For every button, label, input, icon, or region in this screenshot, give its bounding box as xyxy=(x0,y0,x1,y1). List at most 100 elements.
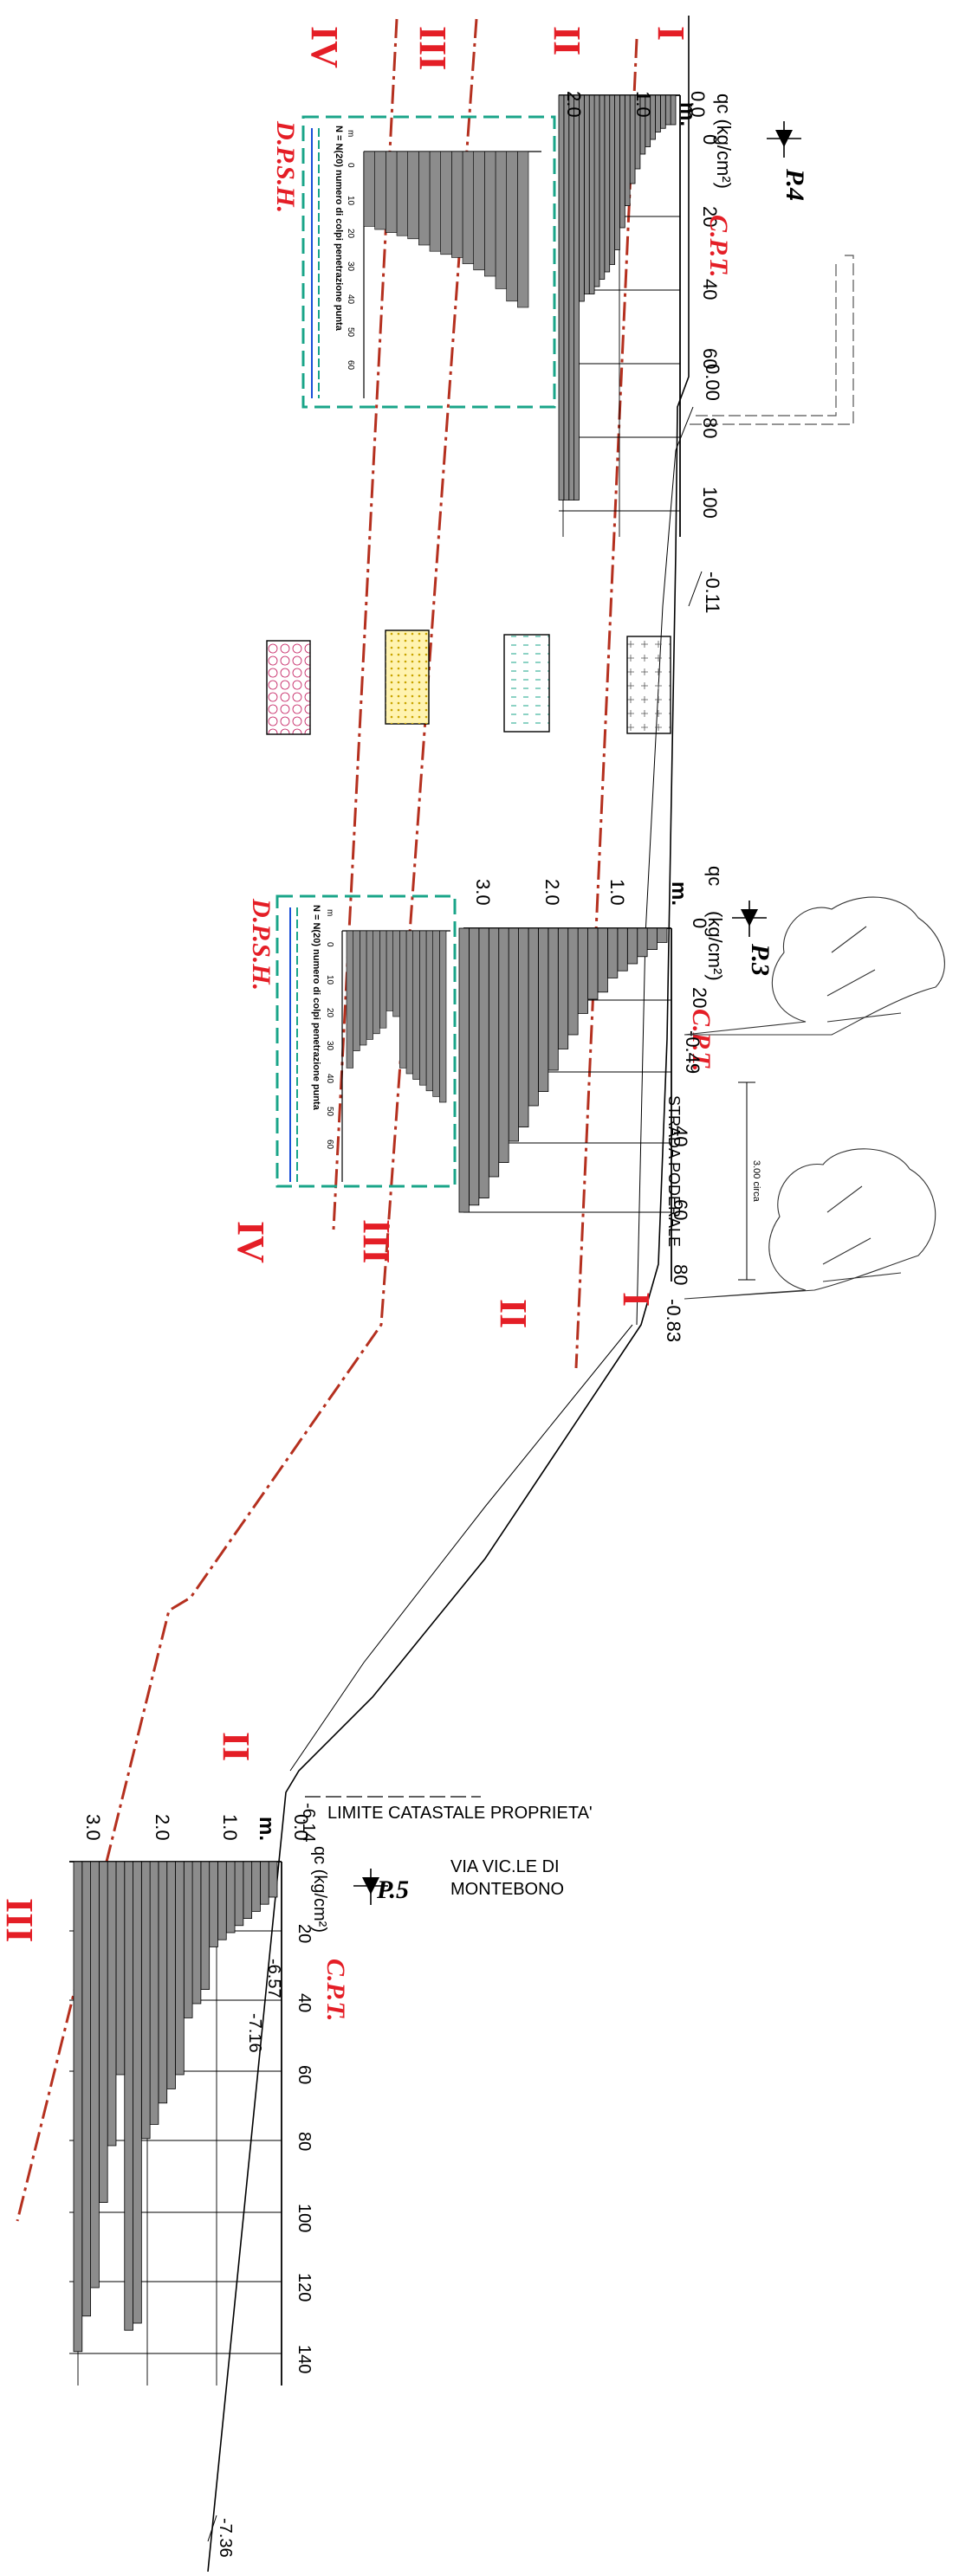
interface-II xyxy=(16,18,478,2222)
dpsh-bar xyxy=(386,930,393,1011)
cpt-bar xyxy=(158,1861,168,2104)
dpsh-n-tick-label: m xyxy=(325,909,334,916)
dpsh-bar xyxy=(374,151,386,230)
cpt-bar xyxy=(200,1861,211,1991)
cpt-bar xyxy=(149,1861,159,2125)
cpt-bar xyxy=(98,1861,108,2204)
p3-dpsh-legend-lines xyxy=(289,907,298,1182)
cpt-bar xyxy=(573,94,580,500)
cpt-bar xyxy=(567,927,579,1036)
p4-dpsh-bars xyxy=(363,151,529,308)
p5-elevation-bottom: -7.36 xyxy=(216,2518,235,2558)
p3-station-label: P.3 xyxy=(746,943,774,976)
p4-qc-tick-label: 40 xyxy=(699,279,721,300)
p3-qc-tick-label: 60 xyxy=(670,1199,691,1220)
p4-dpsh-frame xyxy=(301,115,556,409)
cpt-bar xyxy=(659,94,666,129)
cpt-bar xyxy=(609,94,615,265)
cpt-bar xyxy=(558,94,565,500)
p5-boundary-label: LIMITE CATASTALE PROPRIETA' xyxy=(327,1804,593,1823)
log-p4: P.4 qc (kg/cm²) m. 0.01.02.0 02040608010… xyxy=(271,91,809,614)
dpsh-n-tick-label: 10 xyxy=(325,975,334,985)
dpsh-bar xyxy=(379,930,387,1029)
p5-depth-tick-label: 3.0 xyxy=(82,1814,104,1841)
dpsh-bar xyxy=(386,151,398,233)
p3-road-width-dimension xyxy=(738,1081,755,1281)
p4-qc-axis-title: qc (kg/cm²) xyxy=(713,94,735,189)
p5-qc-axis-title: qc (kg/cm²) xyxy=(310,1846,329,1933)
cpt-bar xyxy=(557,927,569,1049)
cpt-bar xyxy=(657,927,668,943)
dpsh-bar xyxy=(412,930,420,1080)
cpt-bar xyxy=(469,927,480,1206)
zone-label-ii: II xyxy=(215,1732,257,1761)
zone-label-ii: II xyxy=(546,26,588,55)
dpsh-n-tick-label: m xyxy=(346,130,355,137)
ground-lower-line xyxy=(289,1324,633,1772)
dpsh-bar xyxy=(432,930,440,1097)
dpsh-bar xyxy=(353,930,360,1051)
p4-depth-unit: m. xyxy=(676,102,699,126)
cpt-bar xyxy=(73,1861,83,2353)
p4-cpt-bars xyxy=(558,94,677,500)
dpsh-bar xyxy=(418,151,431,246)
p3-qc-axis-prefix: qc xyxy=(704,866,726,886)
dpsh-n-tick-label: 0 xyxy=(346,163,355,168)
cpt-bar xyxy=(217,1861,227,1940)
dpsh-bar xyxy=(473,151,485,271)
p4-depth-tick-labels: 0.01.02.0 xyxy=(563,91,709,118)
cpt-bar xyxy=(260,1861,269,1905)
p5-depth-tick-label: 2.0 xyxy=(152,1814,173,1841)
p4-dpsh-label: D.P.S.H. xyxy=(271,120,300,213)
dpsh-n-tick-label: 50 xyxy=(346,327,355,338)
dpsh-bar xyxy=(407,151,419,240)
cpt-bar xyxy=(518,927,529,1128)
legend-swatch-silt xyxy=(503,634,550,733)
p3-depth-tick-label: 1.0 xyxy=(606,879,628,906)
zone-label-iii: III xyxy=(411,26,454,70)
p5-road-label-line1: VIA VIC.LE DI xyxy=(450,1857,560,1876)
cpt-bar xyxy=(140,1861,151,2140)
dpsh-bar xyxy=(440,151,452,255)
zone-label-iii: III xyxy=(355,1219,398,1263)
cpt-bar xyxy=(626,927,638,965)
p4-cpt-label: C.P.T. xyxy=(704,215,733,278)
cpt-bar xyxy=(458,927,470,1213)
dpsh-n-tick-label: 0 xyxy=(325,942,334,947)
interface-I xyxy=(574,38,638,1369)
p3-station-marker xyxy=(732,901,767,937)
p3-qc-tick-label: 20 xyxy=(689,987,710,1008)
dpsh-bar xyxy=(439,930,447,1103)
dpsh-bar xyxy=(451,151,463,258)
cpt-bar xyxy=(664,94,671,126)
cpt-bar xyxy=(191,1861,202,2005)
tree-icon xyxy=(684,1148,936,1300)
p5-station-label: P.5 xyxy=(376,1876,409,1904)
cpt-bar xyxy=(498,927,509,1164)
cpt-bar xyxy=(587,927,599,1000)
p3-elevation-lower: -0.83 xyxy=(663,1299,684,1342)
cpt-bar xyxy=(209,1861,218,1947)
cpt-bar xyxy=(251,1861,261,1912)
dpsh-n-tick-label: 40 xyxy=(346,294,355,305)
dpsh-bar xyxy=(399,930,407,1068)
p3-dpsh-label: D.P.S.H. xyxy=(247,898,275,991)
cpt-bar xyxy=(175,1861,185,2076)
cpt-bar xyxy=(115,1861,126,2076)
p3-elevation-upper: -0.49 xyxy=(682,1030,703,1074)
cpt-bar xyxy=(646,927,658,951)
p4-station-label: P.4 xyxy=(781,168,809,201)
p4-dpsh-n-label: N = N(20) numero di colpi penetrazione p… xyxy=(334,126,344,332)
ground-inner-line xyxy=(636,406,694,1326)
cpt-bar xyxy=(655,94,661,132)
cpt-bar xyxy=(579,94,585,302)
p3-dpsh-bars xyxy=(346,930,447,1103)
building-outline xyxy=(689,255,854,425)
cpt-bar xyxy=(568,94,575,500)
p4-qc-tick-label: 0 xyxy=(699,134,721,145)
cpt-bar xyxy=(528,927,539,1107)
